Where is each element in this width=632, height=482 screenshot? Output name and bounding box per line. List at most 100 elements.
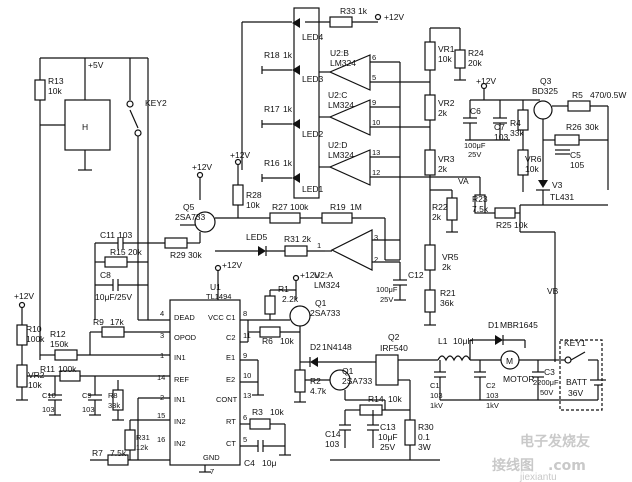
watermark-com: .com [548, 458, 586, 474]
resistor-r30 [404, 419, 416, 446]
l1-label: L1 [438, 336, 448, 346]
resistor-r9 [101, 326, 125, 338]
r11-label: R11 [40, 364, 55, 374]
r18-label: R18 [264, 50, 280, 60]
vr2-label: VR2 [438, 98, 455, 108]
u2c-pin9: 9 [372, 98, 376, 107]
resistor-r31 [284, 245, 308, 257]
reference-divider: R24 20k VR1 10k VR2 2k VR3 2k VR5 2k R21… [424, 27, 484, 326]
r24-label: R24 [468, 48, 484, 58]
r15-value: 20k [128, 247, 142, 257]
supply-12v-f: +12V [222, 260, 242, 270]
pot-vr1 [424, 41, 436, 71]
d2-value: 1N4148 [322, 342, 352, 352]
u1-pin11: 11 [243, 331, 251, 340]
r4-value: 33k [510, 128, 524, 138]
r6-value: 10k [280, 336, 294, 346]
u1-pin15: 15 [157, 411, 165, 420]
u1-pin2: 2 [160, 393, 164, 402]
hall-sensor-box [64, 99, 111, 151]
r2-value: 4.7k [310, 386, 327, 396]
c6-value: 100μF [464, 141, 486, 150]
c12-voltage: 25V [380, 295, 393, 304]
u2d-pin13: 13 [372, 148, 380, 157]
vr5-label: VR5 [442, 252, 459, 262]
q2-label: Q2 [388, 332, 400, 342]
tl431-icon [538, 180, 548, 188]
supply-12v-c: +12V [192, 162, 212, 172]
led1-label: LED1 [302, 184, 324, 194]
q5-value: 2SA733 [175, 212, 206, 222]
q1b-label: Q1 [342, 366, 354, 376]
key1-label: KEY1 [564, 338, 586, 348]
u2b-pin5: 5 [372, 73, 376, 82]
u1-pin-in2b: IN2 [174, 439, 186, 448]
u1-pin5: 5 [243, 435, 247, 444]
u1-pin-gnd: GND [203, 453, 220, 462]
c8-label: C8 [100, 270, 111, 280]
c2-value: 103 [486, 391, 499, 400]
r21-value: 36k [440, 298, 454, 308]
r8-label: R8 [108, 391, 118, 400]
c9-value: 103 [82, 405, 95, 414]
u2a-pin2: 2 [374, 255, 378, 264]
r3-value: 10k [270, 407, 284, 417]
resistor-r12 [54, 349, 78, 361]
u1-pin6: 6 [243, 413, 247, 422]
r5-value: 470/0.5W [590, 90, 626, 100]
c8-value: 10μF/25V [95, 292, 132, 302]
d1-label: D1 [488, 320, 499, 330]
u1-pin-opod: OPOD [174, 333, 197, 342]
resistor-r3 [249, 418, 271, 430]
c14-label: C14 [325, 429, 341, 439]
transistor-q5 [194, 211, 216, 233]
r17-label: R17 [264, 104, 280, 114]
u1-pin3: 3 [160, 331, 164, 340]
opamp-u2a [330, 229, 373, 271]
supply-12v-e: +12V [14, 291, 34, 301]
r30-value: 0.1 [418, 432, 430, 442]
opamp-u2b: 6 5 U2:B LM324 [319, 48, 400, 91]
r30-label: R30 [418, 422, 434, 432]
c13-value: 10μF [378, 432, 398, 442]
led3-label: LED3 [302, 74, 324, 84]
c3-label: C3 [544, 367, 555, 377]
r28-value: 10k [246, 200, 260, 210]
r25-value: 10k [514, 220, 528, 230]
resistor-r21 [424, 289, 436, 313]
r28-label: R28 [246, 190, 262, 200]
r26-label: R26 [566, 122, 582, 132]
c3-value: 2200μF [533, 378, 559, 387]
u1-pin10: 10 [243, 371, 251, 380]
q3-value: BD325 [532, 86, 558, 96]
q1-label: Q1 [315, 298, 327, 308]
gate-driver: +12V R1 2.2k Q1 2SA733 R6 10k D2 1N4148 … [248, 270, 385, 403]
key1-switch [570, 351, 586, 361]
led5-label: LED5 [246, 232, 268, 242]
c10-label: C10 [42, 391, 56, 400]
key2-label: KEY2 [145, 98, 167, 108]
transistor-q1 [289, 305, 311, 327]
led4-label: LED4 [302, 32, 324, 42]
supply-12v-d: +12V [230, 150, 250, 160]
u1-pin8: 8 [243, 309, 247, 318]
r33-label: R33 [340, 6, 356, 16]
c1-value: 103 [430, 391, 443, 400]
r9-label: R9 [93, 317, 104, 327]
u2a-pin3: 3 [374, 233, 378, 242]
c4-label: C4 [244, 458, 255, 468]
vr2b-value: 10k [28, 380, 42, 390]
r19-value: 1M [350, 202, 362, 212]
hall-sensor-section: R13 10k +5V H KEY2 [34, 57, 167, 360]
u1-pin-vcc: VCC [208, 313, 224, 322]
u2d-label: U2:D [328, 140, 347, 150]
resistor-r27 [269, 212, 301, 224]
resistor-r26 [554, 134, 580, 146]
c3-voltage: 50V [540, 388, 553, 397]
vr3-value: 2k [438, 164, 448, 174]
r8-value: 33k [108, 401, 120, 410]
r24-value: 20k [468, 58, 482, 68]
u2c-part: LM324 [328, 100, 354, 110]
r16-label: R16 [264, 158, 280, 168]
